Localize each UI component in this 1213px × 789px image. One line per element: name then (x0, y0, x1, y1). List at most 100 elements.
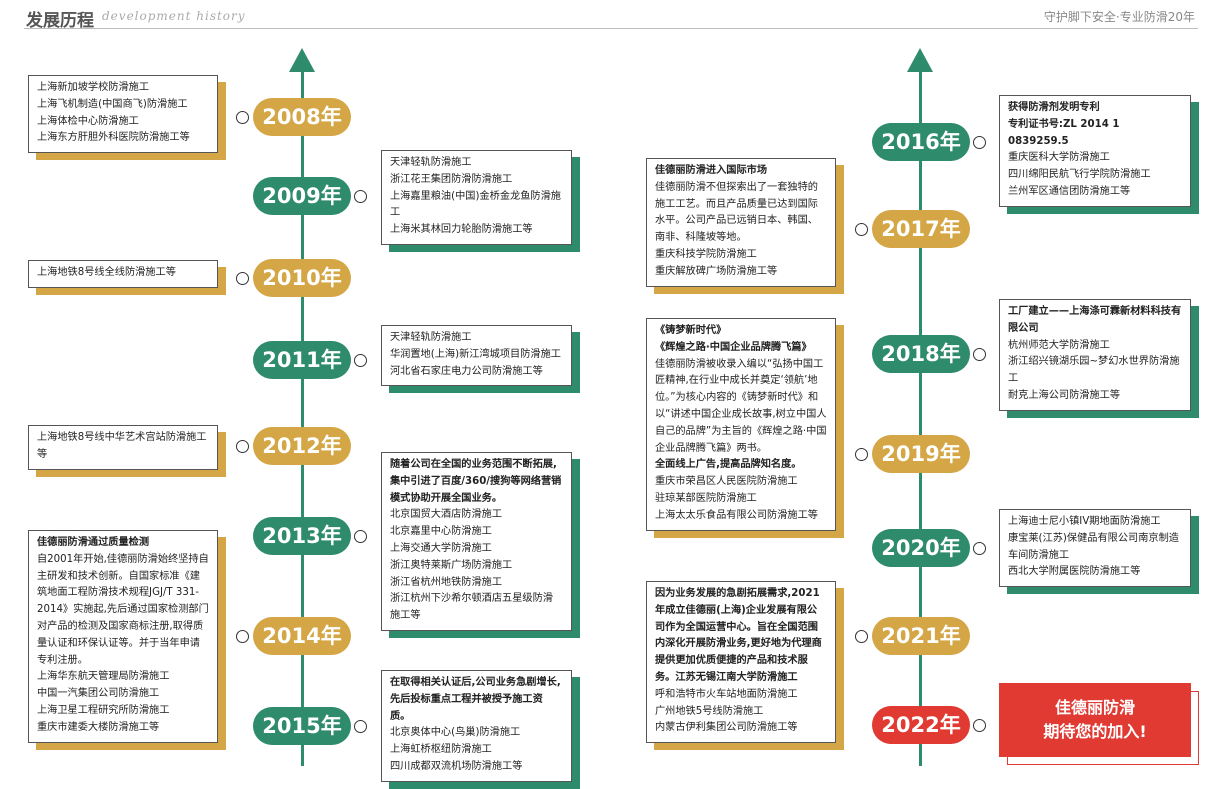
event-card-2013: 随着公司在全国的业务范围不断拓展,集中引进了百度/360/搜狗等网络营销模式协助… (381, 452, 572, 631)
card-text-line: 浙江绍兴镜湖乐园~梦幻水世界防滑施工 (1008, 356, 1180, 385)
timeline-dot (973, 136, 986, 149)
card-text-line: 上海卫星工程研究所防滑施工 (37, 704, 170, 716)
year-pill-2009: 2009年 (253, 177, 351, 215)
event-card-2014: 佳德丽防滑通过质量检测 自2001年开始,佳德丽防滑始终坚持自主研发和技术创新。… (28, 530, 218, 743)
card-text-line: 呼和浩特市火车站地面防滑施工 (655, 688, 798, 700)
card-text-line: 重庆科技学院防滑施工 (655, 248, 757, 260)
year-pill-2014: 2014年 (253, 617, 351, 655)
page-subtitle: development history (102, 9, 246, 23)
year-pill-2010: 2010年 (253, 259, 351, 297)
card-text-line: 耐克上海公司防滑施工等 (1008, 389, 1121, 401)
event-card-2017: 佳德丽防滑进入国际市场 佳德丽防滑不但探索出了一套独特的施工工艺。而且产品质量已… (646, 158, 836, 287)
card-text-line: 上海飞机制造(中国商飞)防滑施工 (37, 98, 188, 110)
card-text-line: 上海虹桥枢纽防滑施工 (390, 744, 492, 756)
card-text-line: 驻琼某部医院防滑施工 (655, 492, 757, 504)
year-pill-2017: 2017年 (872, 210, 970, 248)
card-text-line: 康宝莱(江苏)保健品有限公司南京制造车间防滑施工 (1008, 532, 1179, 561)
event-card-2015: 在取得相关认证后,公司业务急剧增长,先后投标重点工程并被授予施工资质。 北京奥体… (381, 670, 572, 782)
event-card-2018: 工厂建立——上海涤可霖新材料科技有限公司 杭州师范大学防滑施工 浙江绍兴镜湖乐园… (999, 299, 1191, 411)
right-axis-arrow-icon (907, 48, 933, 72)
card-text-line: 佳德丽防滑不但探索出了一套独特的施工工艺。而且产品质量已达到国际水平。公司产品已… (655, 181, 818, 244)
timeline-dot (855, 448, 868, 461)
card-text-line: 自2001年开始,佳德丽防滑始终坚持自主研发和技术创新。自国家标准《建筑地面工程… (37, 553, 209, 666)
card-text-line: 上海新加坡学校防滑施工 (37, 82, 150, 93)
timeline-dot (236, 111, 249, 124)
card-text-line: 获得防滑剂发明专利 (1008, 102, 1100, 113)
year-pill-2016: 2016年 (872, 123, 970, 161)
card-text-line: 北京嘉里中心防滑施工 (390, 526, 492, 538)
year-pill-2012: 2012年 (253, 427, 351, 465)
event-card-2009: 天津轻轨防滑施工 浙江花王集团防滑防滑施工 上海嘉里粮油(中国)金桥金龙鱼防滑施… (381, 150, 572, 245)
card-text-line: 重庆解放碑广场防滑施工等 (655, 265, 778, 277)
card-text-line: 四川成都双流机场防滑施工等 (390, 760, 523, 772)
timeline-dot (973, 719, 986, 732)
page-title: 发展历程 (26, 11, 94, 31)
card-text-line: 北京奥体中心(鸟巢)防滑施工 (390, 727, 521, 739)
timeline-dot (973, 542, 986, 555)
year-pill-2015: 2015年 (253, 707, 351, 745)
timeline-dot (354, 354, 367, 367)
card-text-line: 天津轻轨防滑施工 (390, 332, 472, 343)
card-text-line: 工厂建立——上海涤可霖新材料科技有限公司 (1008, 306, 1182, 334)
card-text-line: 上海米其林回力轮胎防滑施工等 (390, 224, 533, 236)
card-text-line: 佳德丽防滑进入国际市场 (655, 165, 768, 176)
card-text-line: 北京国贸大酒店防滑施工 (390, 509, 503, 521)
timeline-dot (855, 630, 868, 643)
card-text-line: 《辉煌之路·中国企业品牌腾飞篇》 (655, 341, 812, 353)
slogan: 守护脚下安全·专业防滑20年 (1043, 10, 1195, 24)
card-text-line: 在取得相关认证后,公司业务急剧增长,先后投标重点工程并被授予施工资质。 (390, 677, 561, 722)
card-text-line: 全面线上广告,提高品牌知名度。 (655, 459, 802, 471)
event-card-2021: 因为业务发展的急剧拓展需求,2021年成立佳德丽(上海)企业发展有限公司作为全国… (646, 581, 836, 744)
event-card-2016: 获得防滑剂发明专利 专利证书号:ZL 2014 1 0839259.5 重庆医科… (999, 95, 1191, 207)
event-card-2011: 天津轻轨防滑施工 华润置地(上海)新江湾城项目防滑施工 河北省石家庄电力公司防滑… (381, 325, 572, 387)
card-text-line: 上海交通大学防滑施工 (390, 542, 492, 554)
finale-line-1: 佳德丽防滑 (1054, 698, 1135, 717)
year-pill-2008: 2008年 (253, 98, 351, 136)
card-text-line: 随着公司在全国的业务范围不断拓展,集中引进了百度/360/搜狗等网络营销模式协助… (390, 459, 562, 504)
left-axis-arrow-icon (289, 48, 315, 72)
card-text-line: 因为业务发展的急剧拓展需求,2021年成立佳德丽(上海)企业发展有限公司作为全国… (655, 588, 822, 683)
card-text-line: 天津轻轨防滑施工 (390, 157, 472, 168)
card-text-line: 华润置地(上海)新江湾城项目防滑施工 (390, 348, 561, 360)
card-text-line: 佳德丽防滑通过质量检测 (37, 537, 150, 548)
card-text-line: 重庆市荣昌区人民医院防滑施工 (655, 476, 798, 488)
header-divider (24, 28, 1198, 29)
event-card-2020: 上海迪士尼小镇IV期地面防滑施工 康宝莱(江苏)保健品有限公司南京制造车间防滑施… (999, 509, 1191, 588)
card-text-line: 上海东方肝胆外科医院防滑施工等 (37, 132, 190, 144)
year-pill-2013: 2013年 (253, 517, 351, 555)
card-text-line: 河北省石家庄电力公司防滑施工等 (390, 365, 543, 377)
card-text-line: 上海地铁8号线全线防滑施工等 (37, 267, 176, 278)
card-text-line: 上海太太乐食品有限公司防滑施工等 (655, 509, 818, 521)
card-text-line: 上海华东航天管理局防滑施工 (37, 671, 170, 683)
card-text-line: 浙江省杭州地铁防滑施工 (390, 576, 503, 588)
card-text-line: 浙江花王集团防滑防滑施工 (390, 173, 513, 185)
timeline-dot (354, 530, 367, 543)
year-pill-2018: 2018年 (872, 335, 970, 373)
event-card-2012: 上海地铁8号线中华艺术宫站防滑施工等 (28, 425, 218, 470)
right-timeline-axis (919, 66, 922, 766)
card-text-line: 上海迪士尼小镇IV期地面防滑施工 (1008, 516, 1161, 527)
timeline-dot (236, 272, 249, 285)
card-text-line: 上海嘉里粮油(中国)金桥金龙鱼防滑施工 (390, 190, 561, 219)
timeline-dot (354, 190, 367, 203)
finale-card-2022: 佳德丽防滑 期待您的加入! (999, 683, 1191, 757)
card-text-line: 杭州师范大学防滑施工 (1008, 339, 1110, 351)
card-text-line: 中国一汽集团公司防滑施工 (37, 688, 160, 700)
card-text-line: 专利证书号:ZL 2014 1 0839259.5 (1008, 118, 1120, 147)
card-text-line: 广州地铁5号线防滑施工 (655, 705, 764, 717)
year-pill-2021: 2021年 (872, 617, 970, 655)
card-text-line: 《铸梦新时代》 (655, 325, 727, 336)
card-text-line: 西北大学附属医院防滑施工等 (1008, 566, 1141, 578)
year-pill-2020: 2020年 (872, 529, 970, 567)
card-text-line: 浙江杭州下沙希尔顿酒店五星级防滑施工等 (390, 593, 553, 622)
card-text-line: 重庆医科大学防滑施工 (1008, 152, 1110, 164)
year-pill-2011: 2011年 (253, 341, 351, 379)
card-text-line: 重庆市建委大楼防滑施工等 (37, 721, 160, 733)
card-text-line: 四川绵阳民航飞行学院防滑施工 (1008, 169, 1151, 181)
card-text-line: 兰州军区通信团防滑施工等 (1008, 185, 1131, 197)
timeline-dot (236, 440, 249, 453)
left-timeline-axis (301, 66, 304, 766)
card-text-line: 内蒙古伊利集团公司防滑施工等 (655, 722, 798, 734)
timeline-dot (973, 348, 986, 361)
event-card-2010: 上海地铁8号线全线防滑施工等 (28, 260, 218, 288)
